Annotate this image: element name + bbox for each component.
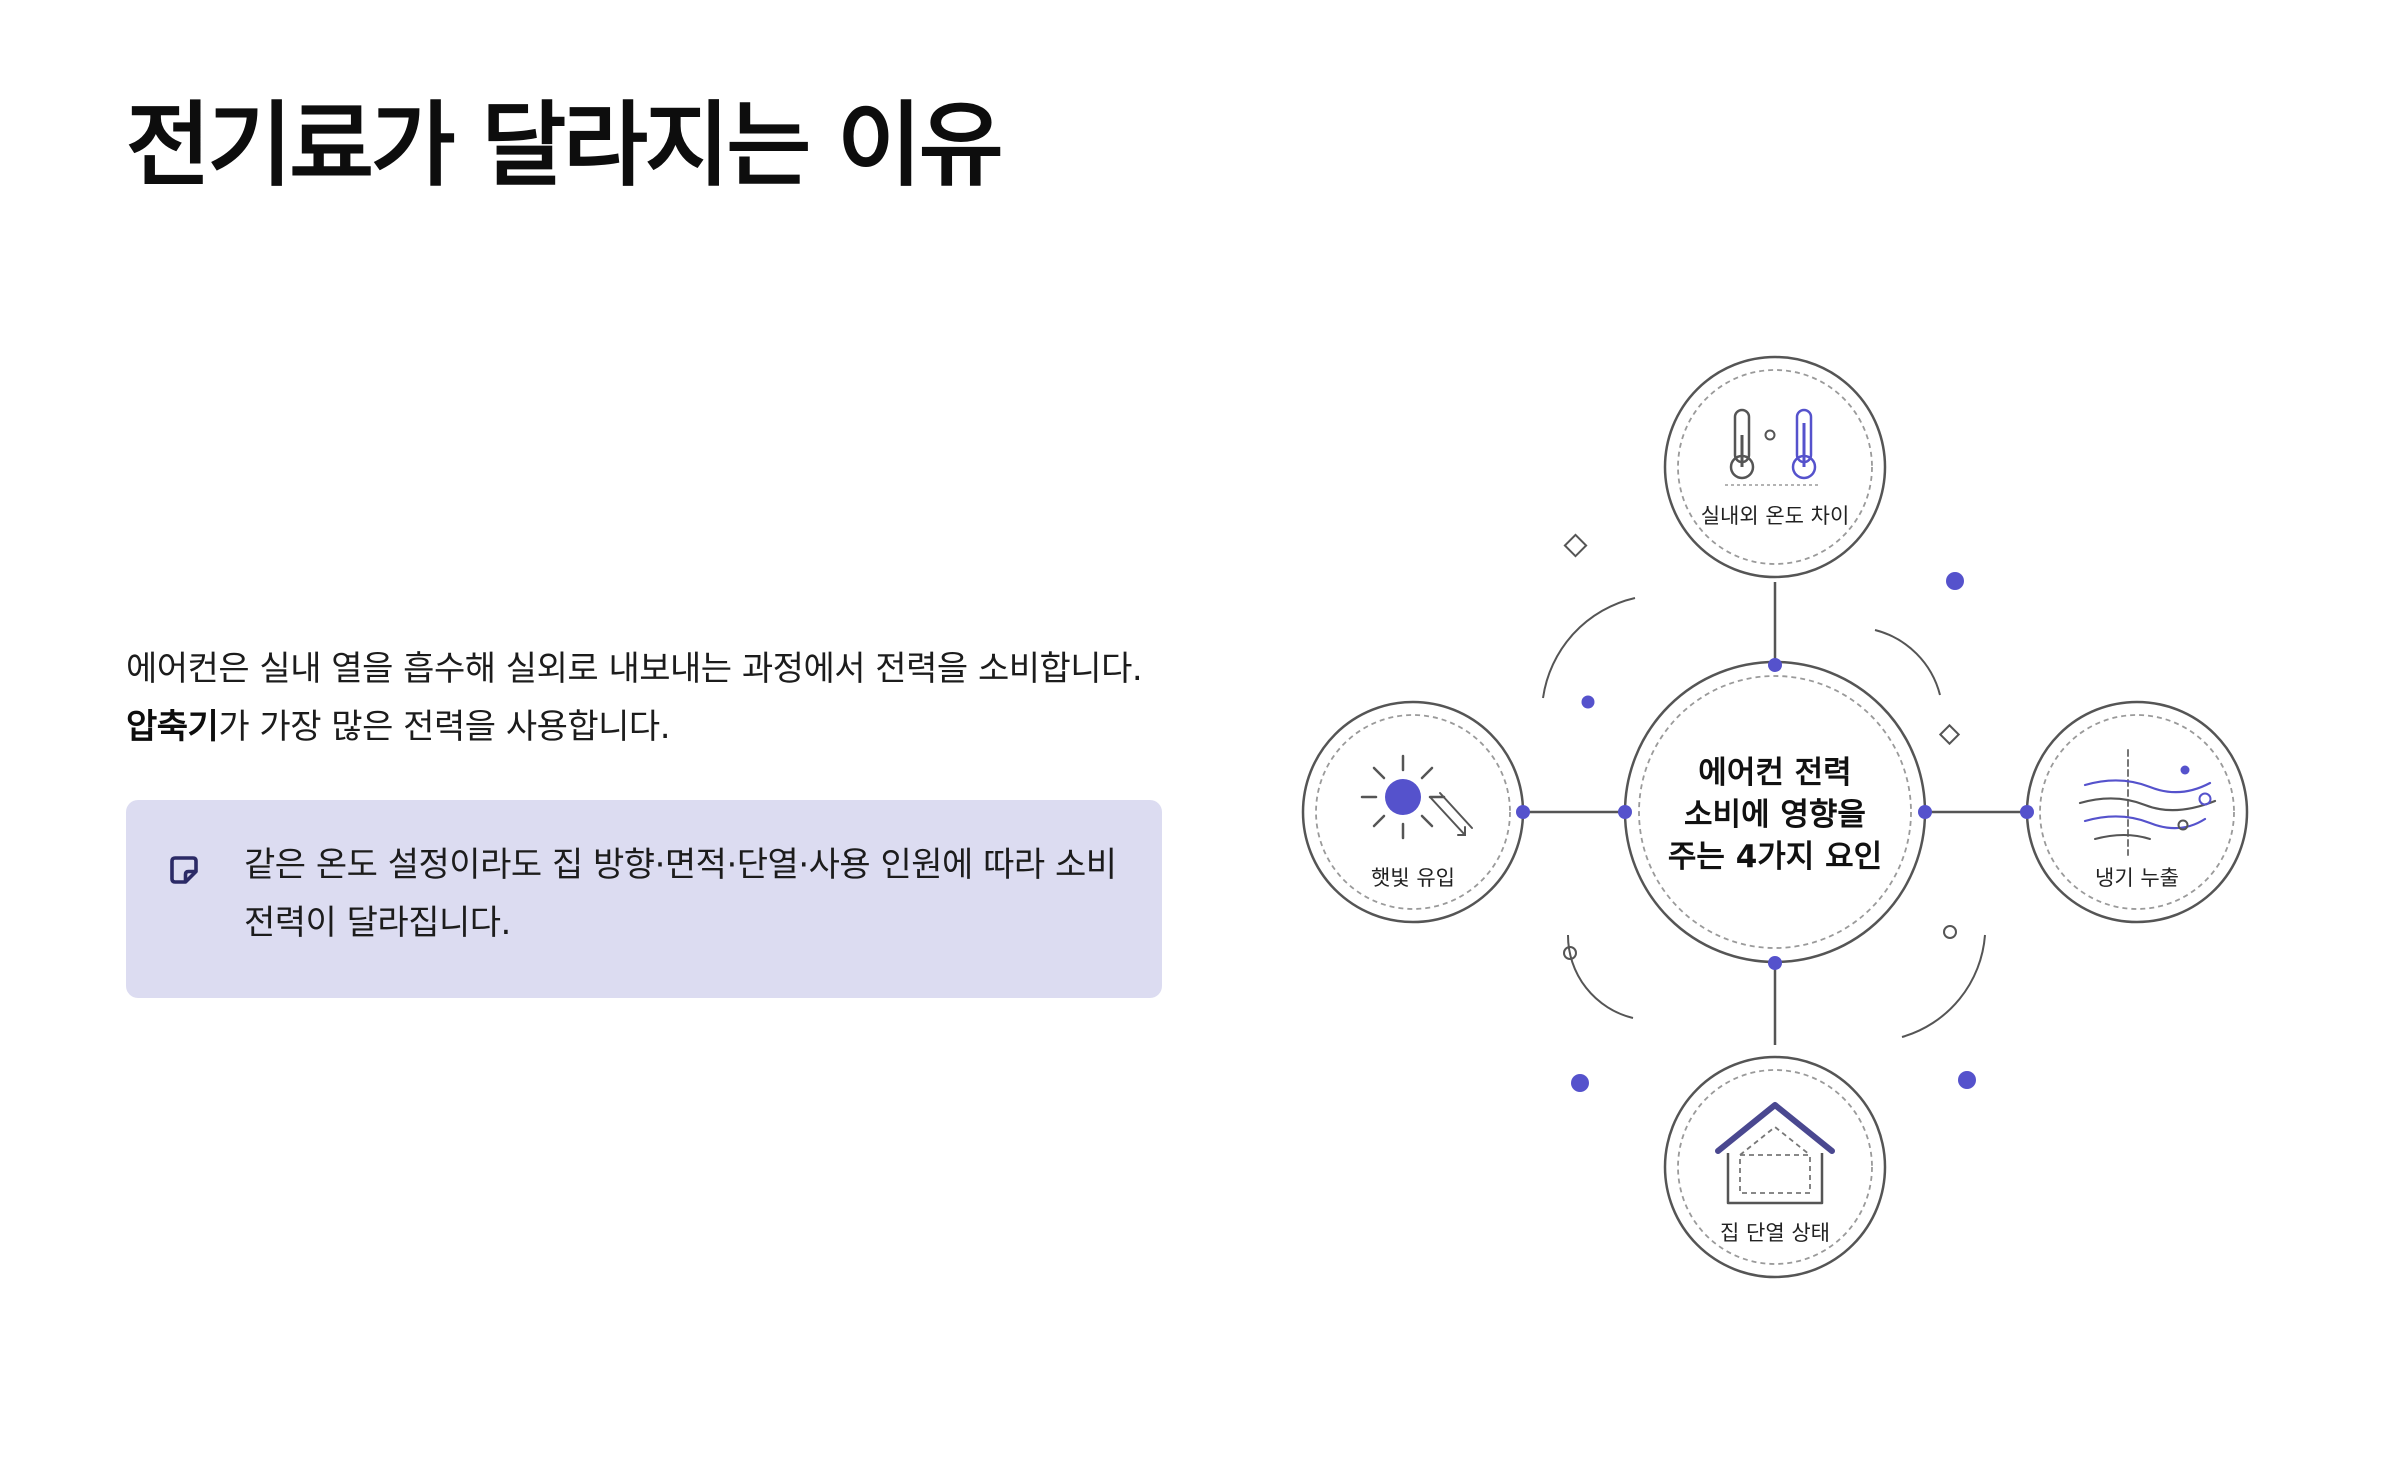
center-label-line-3: 주는 4가지 요인 — [1668, 839, 1882, 875]
factor-label-sunlight: 햇빛 유입 — [1371, 866, 1455, 890]
house-icon — [1715, 1102, 1835, 1205]
intro-text-end: 가 가장 많은 전력을 사용합니다. — [218, 707, 671, 747]
decorative-arcs — [1542, 597, 1986, 1038]
intro-paragraph: 에어컨은 실내 열을 흡수해 실외로 내보내는 과정에서 전력을 소비합니다. … — [126, 640, 1166, 756]
factors-diagram: 실내외 온도 차이 햇빛 유입 — [1301, 355, 2249, 1279]
factor-label-insulation: 집 단열 상태 — [1720, 1221, 1830, 1245]
factor-node-insulation: 집 단열 상태 — [1663, 1055, 1887, 1279]
factor-node-temperature: 실내외 온도 차이 — [1663, 355, 1887, 579]
intro-text-start: 에어컨은 실내 열을 흡수해 실외로 내보내는 과정에서 전력을 소비합니다. — [126, 649, 1143, 689]
decorative-marks — [1563, 533, 1976, 1092]
center-label-line-2: 소비에 영향을 — [1684, 797, 1866, 833]
connector-dots — [1516, 658, 2034, 970]
factor-label-temperature: 실내외 온도 차이 — [1701, 504, 1850, 528]
note-text: 같은 온도 설정이라도 집 방향·면적·단열·사용 인원에 따라 소비 전력이 … — [244, 845, 1117, 943]
airflow-icon — [2078, 749, 2217, 856]
thermometer-icon — [1725, 408, 1820, 486]
connector-lines — [1523, 582, 2027, 1045]
sticky-note-icon — [170, 856, 198, 884]
factor-node-air-leak: 냉기 누출 — [2025, 700, 2249, 924]
factor-node-sunlight: 햇빛 유입 — [1301, 700, 1525, 924]
center-label-line-1: 에어컨 전력 — [1698, 755, 1851, 791]
center-node: 에어컨 전력 소비에 영향을 주는 4가지 요인 — [1623, 660, 1927, 964]
sun-icon — [1360, 754, 1473, 840]
page-title: 전기료가 달라지는 이유 — [126, 92, 1003, 199]
intro-emphasis-compressor: 압축기 — [126, 707, 219, 747]
note-callout: 같은 온도 설정이라도 집 방향·면적·단열·사용 인원에 따라 소비 전력이 … — [126, 800, 1162, 998]
factor-label-air-leak: 냉기 누출 — [2095, 866, 2179, 890]
